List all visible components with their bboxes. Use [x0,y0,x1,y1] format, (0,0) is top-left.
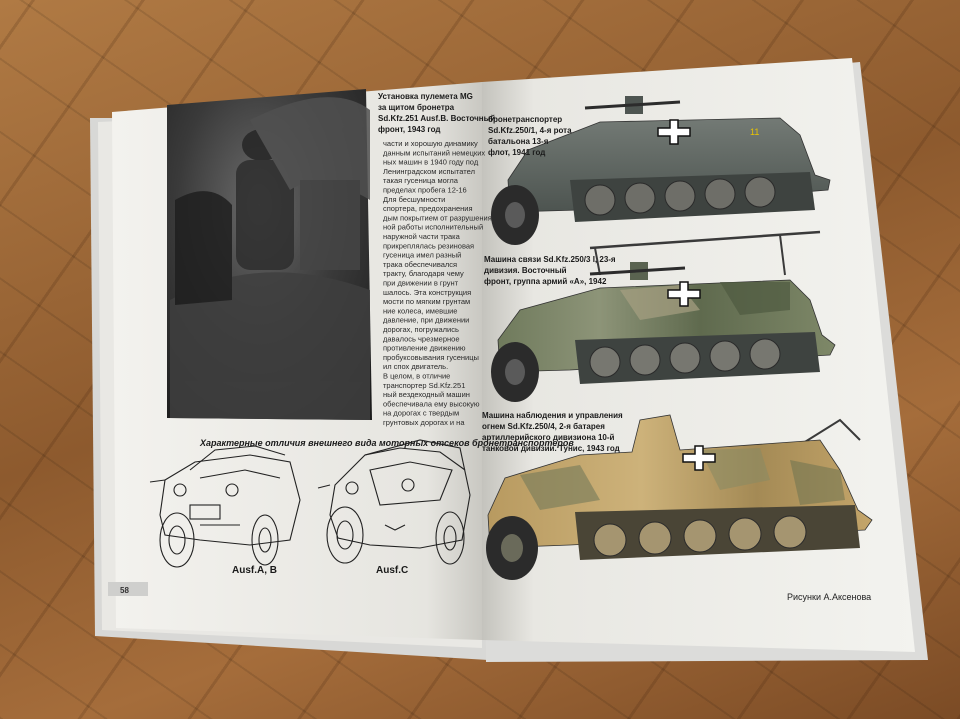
body-text-line: спортера, предохранения [383,204,473,213]
page-number: 58 [120,586,129,595]
body-text-line: противление движению [383,344,466,353]
body-text-line: дорогах, погружались [383,325,459,334]
body-text-line: наружной части трака [383,232,461,241]
photo-caption-line-2: за щитом бронетра [378,103,455,112]
body-text-line: обеспечивала ему высокую [383,399,480,408]
vehicle-3-caption: Машина наблюдения и управления огнем Sd.K… [482,411,623,453]
drawing-ausf-ab [149,445,301,568]
body-text-line: давалось чрезмерное [383,334,460,343]
page-number-tab [108,582,148,596]
svg-text:11: 11 [750,127,759,137]
body-text-line: ние колеса, имевшие [383,306,457,315]
body-text-line: такая гусеница могла [383,176,459,185]
vehicle-caption-line: Машина наблюдения и управления [482,411,623,420]
body-text-line: ных машин в 1940 году под [383,158,479,167]
body-text-line: мости по мягким грунтам [383,297,470,306]
vehicle-2-caption: Машина связи Sd.Kfz.250/3 I, 23-я дивизия… [484,255,616,286]
body-text-line: Для бесшумности [383,195,445,204]
body-text-line: грунтовых дорогах и на [383,418,465,427]
body-text-line: ный вездеходный машин [383,390,470,399]
vehicle-caption-line: огнем Sd.Kfz.250/4, 2-я батарея [482,422,605,431]
vehicle-caption-line: фронт, группа армий «А», 1942 [484,277,607,286]
vehicle-caption-line: флот, 1941 год [488,148,545,157]
photo-caption-line-4: фронт, 1943 год [378,125,440,134]
vehicle-caption-line: танковой дивизии. Тунис, 1943 год [482,444,620,453]
body-text-line: части и хорошую динамику [383,139,478,148]
body-text-line: шалось. Эта конструкция [383,288,471,297]
label-ausf-c: Ausf.C [376,565,408,576]
vehicle-caption-line: Машина связи Sd.Kfz.250/3 I, 23-я [484,255,616,264]
illustration-credit: Рисунки А.Аксенова [787,592,871,602]
vehicle-caption-line: батальона 13-я [488,137,549,146]
body-text-line: В целом, в отличие [383,372,450,381]
body-text-line: трака обеспечивался [383,260,457,269]
body-text-line: при движении в грунт [383,279,459,288]
body-text-line: гусеница имел разный [383,251,461,260]
vehicle-caption-line: Sd.Kfz.250/1, 4-я рота [488,126,572,135]
body-text-line: ил спох двигатель. [383,362,448,371]
photo-caption-line-1: Установка пулемета MG [378,92,473,101]
vehicle-caption-line: артиллерийского дивизиона 10-й [482,433,615,442]
vehicle-tan-halftrack [486,414,873,580]
body-text-line: давление, при движении [383,316,469,325]
body-text-line: ной работы исполнительный [383,223,483,232]
body-text-line: прикреплялась резиновая [383,241,474,250]
body-text-line: на дорогах с твердым [383,409,459,418]
vehicle-caption-line: бронетранспортер [488,115,562,124]
label-ausf-ab: Ausf.A, B [232,565,277,576]
body-text-line: тракту, благодаря чему [383,269,464,278]
photo-caption: Установка пулемета MG за щитом бронетра … [378,92,495,134]
body-text-line: пробуксовывания гусеницы [383,353,479,362]
body-text-line: транспортер Sd.Kfz.251 [383,381,465,390]
photo-caption-line-3: Sd.Kfz.251 Ausf.B. Восточный [378,114,495,123]
body-text-line: данным испытаний немецких [383,148,485,157]
vehicle-grey-halftrack: 11 [491,96,831,245]
vehicle-caption-line: дивизия. Восточный [484,266,567,275]
drawing-ausf-c [317,439,471,565]
body-text-line: пределах пробега 12-16 [383,186,467,195]
body-text-line: дым покрытием от разрушения [383,213,492,222]
drawings-caption: Характерные отличия внешнего вида моторн… [199,438,574,448]
vehicle-camo-halftrack [491,230,836,402]
soldier-photo-detail [170,97,370,420]
body-text-line: Ленинградском испытател [383,167,475,176]
